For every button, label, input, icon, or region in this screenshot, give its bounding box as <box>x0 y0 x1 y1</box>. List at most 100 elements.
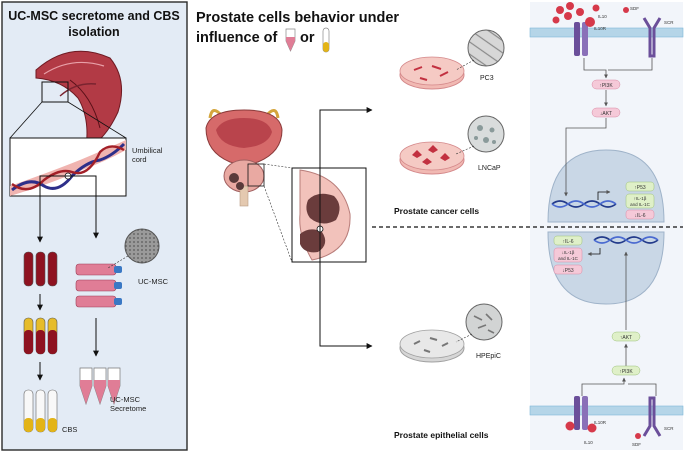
label-bottom-pi3k: ↑PI3K <box>619 369 633 375</box>
hpepic-cells-texture <box>473 313 495 334</box>
scr-receptor-top-icon <box>642 17 662 58</box>
label-pc3: PC3 <box>480 75 494 82</box>
node-bottom-out3 <box>553 264 583 275</box>
il10r-receptor-top-icon <box>574 17 595 56</box>
blood-tubes-icon <box>23 251 58 287</box>
node-top-pi3k <box>591 79 621 90</box>
label-top-out2a: ↑IL-1β <box>634 196 647 201</box>
label-bottom-akt: ↑AKT <box>620 335 632 341</box>
cbs-tubes-icon <box>23 389 58 433</box>
arrow-bottom-transcription <box>587 248 601 256</box>
label-bottom-ligand-left: IL10 <box>584 440 593 445</box>
label-secretome-line2: Secretome <box>110 404 146 413</box>
tumor-zoom-icon <box>299 169 351 261</box>
label-hpepic: HPEpiC <box>476 353 501 360</box>
label-bottom-out2a: ↓IL-1β <box>562 250 575 255</box>
arrow-top-transcription <box>597 190 611 200</box>
cbs-tube-small-icon <box>322 27 330 53</box>
middle-title-line2: influence of <box>196 30 278 46</box>
label-bottom-receptor-left: IL10R <box>594 420 607 425</box>
node-top-out3 <box>625 209 655 220</box>
arrow-top-akt-to-dna <box>564 118 607 197</box>
node-bottom-out2 <box>553 247 583 263</box>
arrow-to-cancer-cells <box>319 107 373 229</box>
right-panel: IL10 IL10R SDF SCR ↑PI3K ↓AKT ↑P53 ↑IL-1… <box>372 2 684 450</box>
label-cbs: CBS <box>62 425 77 434</box>
top-ligands-icon <box>552 2 600 24</box>
label-top-pi3k: ↑PI3K <box>599 83 613 89</box>
lncap-cells-texture <box>474 125 496 144</box>
hpepic-callout <box>455 333 473 343</box>
node-bottom-akt <box>611 331 641 342</box>
node-bottom-pi3k <box>611 365 641 376</box>
left-panel: UC-MSC secretome and CBS isolation Umbil… <box>1 1 188 451</box>
label-bottom-out3: ↓P53 <box>562 268 574 274</box>
label-top-receptor-left: IL10R <box>594 26 607 31</box>
separated-tubes-icon <box>23 317 58 355</box>
label-top-ligand-right: SDF <box>630 6 639 11</box>
label-top-ligand-left: IL10 <box>598 14 607 19</box>
label-prostate-cancer-cells: Prostate cancer cells <box>394 206 479 216</box>
sdf-ligand-top-icon <box>623 7 629 13</box>
prostate-zoom-line-bottom <box>263 185 293 263</box>
dna-top-icon <box>551 200 617 208</box>
il10r-receptor-bottom-icon <box>565 396 597 433</box>
arrow-top-scr-to-pi3k <box>608 58 653 71</box>
ucmsc-callout <box>107 255 129 269</box>
zoom-box-small <box>41 81 69 103</box>
label-bottom-receptor-right: SCR <box>664 426 674 431</box>
left-panel-title-line1: UC-MSC secretome and CBS <box>8 9 180 23</box>
culture-flasks-icon <box>75 263 122 308</box>
lncap-microscopy-icon <box>467 115 505 153</box>
label-top-out3: ↓IL-6 <box>634 213 645 219</box>
scr-receptor-bottom-icon <box>635 396 662 439</box>
hpepic-microscopy-icon <box>465 303 503 341</box>
prostate-zoom-small <box>247 163 265 187</box>
label-top-akt: ↓AKT <box>600 111 612 117</box>
arrow-bottom-scr-to-pi3k <box>628 383 657 396</box>
prostate-zoom-line-top <box>263 163 293 169</box>
label-bottom-out2b: and IL-1C <box>558 256 579 261</box>
label-umbilical-line2: cord <box>132 155 147 164</box>
label-prostate-epithelial-cells: Prostate epithelial cells <box>394 430 489 440</box>
arrow-top-il10r-to-pi3k <box>583 58 608 79</box>
pc3-microscopy-icon <box>467 29 505 67</box>
arrow-to-flask <box>68 175 99 239</box>
ucmsc-microscopy-icon <box>124 228 160 264</box>
label-lncap: LNCaP <box>478 165 501 172</box>
label-top-out2b: and IL-1C <box>630 202 651 207</box>
membrane-top <box>529 27 684 38</box>
arrow-bottom-il10r-to-pi3k <box>581 377 626 396</box>
lncap-dish-icon <box>399 141 465 175</box>
label-umbilical-line1: Umbilical <box>132 146 163 155</box>
label-bottom-out1: ↑IL-6 <box>562 239 573 245</box>
middle-section: Prostate cells behavior under influence … <box>196 10 505 440</box>
pc3-dish-icon <box>399 56 465 90</box>
node-top-out2 <box>625 193 655 209</box>
arrow-to-blood <box>37 175 68 243</box>
middle-title-or: or <box>300 30 315 46</box>
zoom-line-left <box>9 101 43 139</box>
label-top-out1: ↑P53 <box>634 185 646 191</box>
middle-title-line1: Prostate cells behavior under <box>196 10 399 26</box>
placenta-icon <box>35 50 123 149</box>
zoom-line-right <box>67 101 127 139</box>
label-ucmsc: UC-MSC <box>138 277 169 286</box>
label-bottom-ligand-right: SDF <box>632 442 641 447</box>
left-panel-title-line2: isolation <box>68 25 119 39</box>
secretome-tube-small-icon <box>285 28 296 52</box>
hpepic-dish-icon <box>399 329 465 363</box>
right-panel-bg <box>530 2 683 450</box>
prostate-icon <box>205 109 283 207</box>
label-secretome-line1: UC-MSC <box>110 395 141 404</box>
arrow-to-epithelial-cells <box>319 229 373 349</box>
dna-bottom-icon <box>593 236 659 244</box>
node-top-akt <box>591 107 621 118</box>
secretome-tubes-icon <box>79 367 121 406</box>
membrane-bottom <box>529 405 684 416</box>
label-top-receptor-right: SCR <box>664 20 674 25</box>
node-top-out1 <box>625 181 655 192</box>
node-bottom-out1 <box>553 235 583 246</box>
